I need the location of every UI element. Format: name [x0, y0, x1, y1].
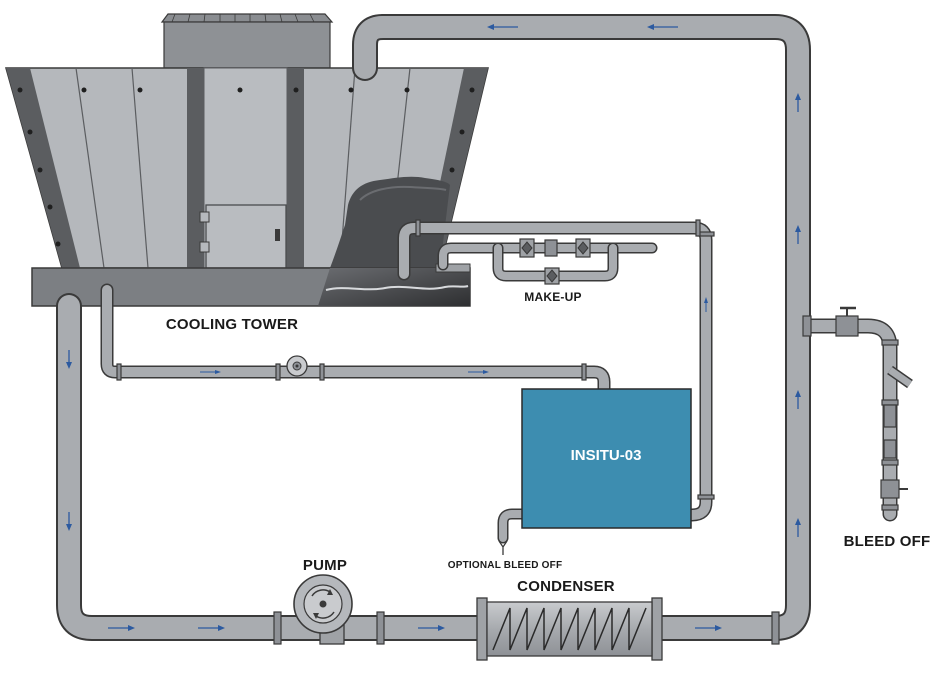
arrow-icon: [647, 24, 678, 30]
cooling-tower: [5, 13, 489, 307]
pump: [293, 574, 353, 645]
bleed-off-ball-valve: [880, 479, 908, 499]
flow-meter: [286, 355, 308, 377]
pipe-fittings: [116, 219, 899, 645]
arrow-icon: [66, 512, 72, 531]
fan-stack: [160, 13, 334, 69]
arrow-icon: [198, 625, 225, 631]
valve-icon: [577, 241, 589, 255]
insitu-unit: INSITU-03: [521, 388, 692, 529]
fan-icon: [295, 364, 299, 368]
flow-arrows: [66, 24, 801, 631]
bleed-off-pipe: [803, 318, 898, 522]
bleed-off-valve: [835, 306, 859, 337]
arrow-icon: [418, 625, 445, 631]
valve-icon: [521, 241, 533, 255]
pump-label: PUMP: [303, 557, 347, 574]
make-up-label: MAKE-UP: [524, 290, 581, 304]
condenser-label: CONDENSER: [517, 578, 615, 595]
pump-icon: [319, 600, 327, 608]
arrow-icon: [704, 297, 708, 312]
condenser-coil: [492, 607, 647, 651]
cooling-tower-label: COOLING TOWER: [166, 316, 298, 333]
arrow-icon: [795, 390, 801, 409]
access-door: [199, 204, 287, 269]
make-up-valve-top-left: [519, 238, 535, 258]
make-up-valve-bottom: [544, 267, 560, 285]
make-up-valve-top-right: [575, 238, 591, 258]
arrow-icon: [795, 518, 801, 537]
arrow-icon: [795, 93, 801, 112]
arrow-icon: [468, 370, 489, 374]
arrow-icon: [66, 350, 72, 369]
unit-label: INSITU-03: [571, 447, 642, 464]
arrow-icon: [487, 24, 518, 30]
arrow-icon: [795, 225, 801, 244]
condenser: [476, 597, 663, 661]
bleed-off-strainer: [887, 365, 913, 389]
arrow-icon: [695, 625, 722, 631]
valve-icon: [546, 269, 558, 283]
optional-bleed-off-label: OPTIONAL BLEED OFF: [448, 560, 563, 571]
arrow-icon: [108, 625, 135, 631]
arrow-icon: [200, 370, 221, 374]
bleed-off-label: BLEED OFF: [844, 533, 931, 550]
pipe-network: [56, 14, 898, 641]
